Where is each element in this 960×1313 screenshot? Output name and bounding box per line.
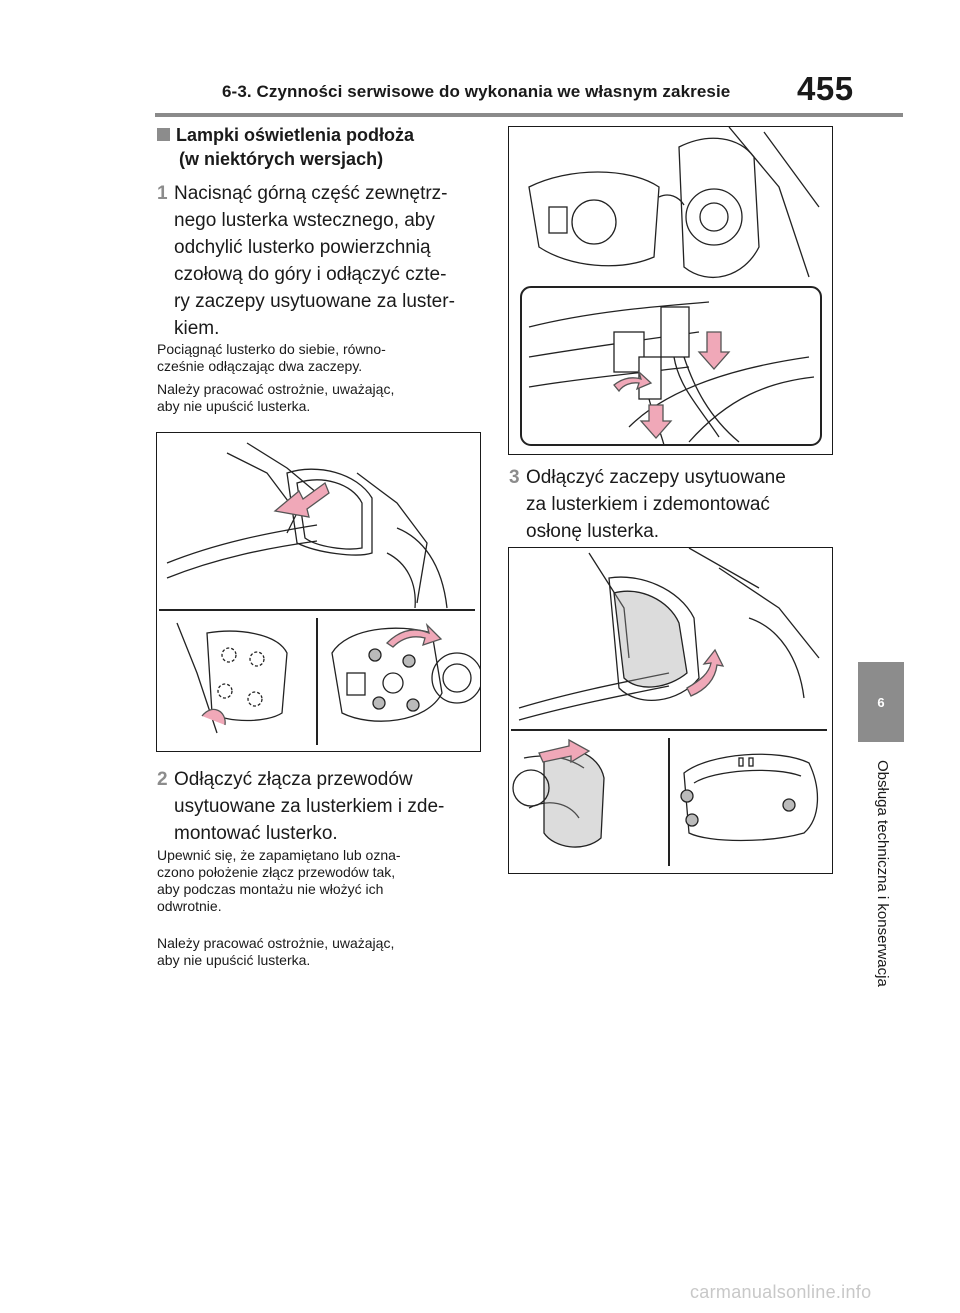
section-header-title: 6-3. Czynności serwisowe do wykonania we… bbox=[222, 82, 731, 101]
step-1: 1 Nacisnąć górną część zewnętrz- nego lu… bbox=[157, 180, 492, 342]
step-2-text: Odłączyć złącza przewodów usytuowane za … bbox=[174, 769, 445, 844]
page-number: 455 bbox=[797, 70, 854, 107]
step-2-number: 2 bbox=[157, 769, 168, 790]
step-1-note-2: Należy pracować ostrożnie, uważając, aby… bbox=[157, 381, 395, 414]
chapter-tab[interactable]: 6 bbox=[858, 662, 904, 742]
chapter-tab-number: 6 bbox=[877, 694, 885, 710]
step-1-note-1: Pociągnąć lusterko do siebie, równo- cze… bbox=[157, 341, 386, 374]
header-divider bbox=[155, 113, 903, 117]
figure-mirror-cover-removal bbox=[508, 547, 833, 874]
step-3-number: 3 bbox=[509, 467, 520, 488]
step-3-text: Odłączyć zaczepy usytuowane za lusterkie… bbox=[526, 467, 786, 542]
step-2-note-1: Upewnić się, że zapamiętano lub ozna- cz… bbox=[157, 847, 401, 914]
figure-mirror-glass-removal bbox=[156, 432, 481, 752]
heading-line2: (w niektórych wersjach) bbox=[179, 149, 384, 169]
section-heading: Lampki oświetlenia podłoża (w niektórych… bbox=[157, 123, 487, 171]
figure-wire-connectors bbox=[508, 126, 833, 455]
heading-square-bullet bbox=[157, 128, 170, 141]
chapter-tab-label: Obsługa techniczna i konserwacja bbox=[874, 760, 891, 987]
step-1-number: 1 bbox=[157, 183, 168, 204]
step-2-note-2: Należy pracować ostrożnie, uważając, aby… bbox=[157, 935, 395, 968]
heading-line1: Lampki oświetlenia podłoża bbox=[176, 125, 415, 145]
step-3: 3 Odłączyć zaczepy usytuowane za lusterk… bbox=[509, 464, 829, 545]
watermark: carmanualsonline.info bbox=[690, 1282, 872, 1302]
step-2: 2 Odłączyć złącza przewodów usytuowane z… bbox=[157, 766, 492, 847]
step-1-text: Nacisnąć górną część zewnętrz- nego lust… bbox=[174, 183, 455, 339]
